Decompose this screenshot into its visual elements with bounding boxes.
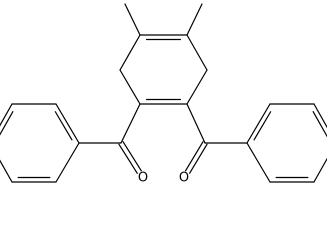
oxygen-atom-label: O <box>179 171 189 186</box>
bond-l3-l4 <box>0 103 13 127</box>
bond-me1-c4 <box>124 3 141 36</box>
oxygen-atom-label: O <box>138 171 148 186</box>
bond-c6-c1 <box>186 69 208 105</box>
bond-r1-r2 <box>246 103 271 144</box>
bond-r3-r4-inner <box>312 111 327 138</box>
bond-l4-l5 <box>0 159 13 183</box>
bond-l1-l2 <box>55 103 80 144</box>
bond-c3-c2 <box>119 69 141 105</box>
bond-c5-c6 <box>186 34 208 71</box>
bonds-layer <box>0 3 327 183</box>
bond-r6-r1 <box>246 142 271 183</box>
bond-r4-r5 <box>313 157 327 183</box>
bond-r3-r4 <box>313 103 327 129</box>
bond-cr-or <box>184 141 204 172</box>
bond-cr-or-second <box>189 143 208 174</box>
bond-l1-l2-inner <box>54 111 73 141</box>
atom-label-background <box>136 171 150 185</box>
bond-cl-ol <box>118 143 138 174</box>
bond-c2-cl <box>120 103 141 144</box>
atom-label-background <box>177 171 191 185</box>
bond-c4-c3 <box>119 34 141 71</box>
bond-me2-c5 <box>186 3 203 36</box>
bond-l3-l4-inner <box>0 111 14 136</box>
bond-l6-l1 <box>55 142 80 183</box>
bond-cl-ol-second <box>122 141 142 172</box>
bond-c1-cr <box>186 103 206 144</box>
bond-r1-r2-inner <box>253 111 272 141</box>
